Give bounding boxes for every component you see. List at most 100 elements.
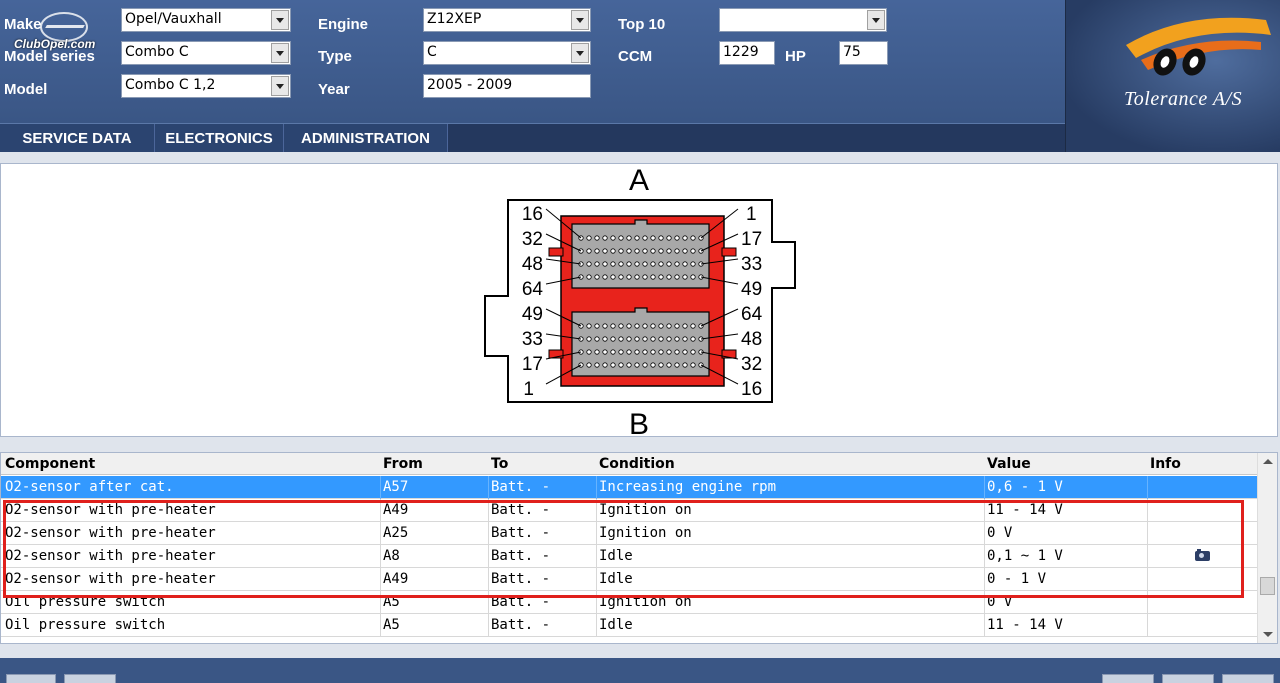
pin-dot <box>642 261 648 267</box>
pin-dot <box>690 261 696 267</box>
cell-from: A49 <box>383 502 409 518</box>
column-header-from[interactable]: From <box>383 456 423 472</box>
footer-button[interactable] <box>1102 674 1154 683</box>
cell-component: O2-sensor with pre-heater <box>5 525 216 541</box>
footer-button[interactable] <box>64 674 116 683</box>
hp-field[interactable]: 75 <box>839 41 888 65</box>
column-divider <box>1147 568 1148 591</box>
column-header-value[interactable]: Value <box>987 456 1031 472</box>
pin-dot <box>682 248 688 254</box>
camera-icon[interactable] <box>1195 549 1210 561</box>
pin-dot <box>610 261 616 267</box>
year-field[interactable]: 2005 - 2009 <box>423 74 591 98</box>
column-divider <box>488 499 489 522</box>
top10-label: Top 10 <box>618 16 666 33</box>
pin-dot <box>690 323 696 329</box>
cell-from: A5 <box>383 617 400 633</box>
chevron-down-icon[interactable] <box>271 43 289 63</box>
column-divider <box>1147 476 1148 499</box>
column-header-condition[interactable]: Condition <box>599 456 675 472</box>
type-select[interactable]: C <box>423 41 591 65</box>
footer-button[interactable] <box>1162 674 1214 683</box>
pin-dot <box>618 261 624 267</box>
pin-dot <box>690 349 696 355</box>
model-select[interactable]: Combo C 1,2 <box>121 74 291 98</box>
column-header-info[interactable]: Info <box>1150 456 1181 472</box>
column-divider <box>596 545 597 568</box>
chevron-down-icon[interactable] <box>867 10 885 30</box>
cell-to: Batt. - <box>491 594 551 610</box>
leader-line <box>700 351 739 360</box>
pin-dot <box>618 235 624 241</box>
column-header-to[interactable]: To <box>491 456 509 472</box>
pin-dot <box>602 274 608 280</box>
engine-label: Engine <box>318 16 369 33</box>
pin-dot <box>642 323 648 329</box>
table-header: Component From To Condition Value Info <box>1 453 1258 475</box>
chevron-down-icon[interactable] <box>271 76 289 96</box>
cell-value: 0 - 1 V <box>987 571 1047 587</box>
pin-dot <box>594 362 600 368</box>
pin-dot <box>682 323 688 329</box>
top10-select[interactable] <box>719 8 887 32</box>
scroll-up-icon[interactable] <box>1263 459 1273 464</box>
column-divider <box>984 614 985 637</box>
pin-dot <box>626 235 632 241</box>
menu-service-data[interactable]: SERVICE DATA <box>0 124 155 152</box>
make-select[interactable]: Opel/Vauxhall <box>121 8 291 32</box>
chevron-down-icon[interactable] <box>571 43 589 63</box>
cell-from: A57 <box>383 479 409 495</box>
leader-line <box>545 258 582 265</box>
pin-field-bottom <box>571 307 710 377</box>
column-divider <box>984 568 985 591</box>
pin-dot <box>650 274 656 280</box>
pin-dot <box>658 248 664 254</box>
make-label: Make <box>4 16 42 33</box>
pin-dot <box>610 248 616 254</box>
pin-dot <box>634 248 640 254</box>
footer-button[interactable] <box>6 674 56 683</box>
brand-name: Tolerance A/S <box>1124 88 1243 110</box>
pin-dot <box>658 349 664 355</box>
menu-electronics[interactable]: ELECTRONICS <box>155 124 284 152</box>
column-divider <box>984 545 985 568</box>
column-header-component[interactable]: Component <box>5 456 96 472</box>
pin-dot <box>642 336 648 342</box>
column-divider <box>1147 545 1148 568</box>
pin-dot <box>650 336 656 342</box>
connector-diagram: A B 16 32 48 64 1 17 33 49 49 33 17 1 64… <box>484 164 796 438</box>
pin-dot <box>634 261 640 267</box>
pin-dot <box>650 235 656 241</box>
ccm-field[interactable]: 1229 <box>719 41 775 65</box>
pin-dot <box>586 349 592 355</box>
engine-select[interactable]: Z12XEP <box>423 8 591 32</box>
column-divider <box>380 568 381 591</box>
chevron-down-icon[interactable] <box>271 10 289 30</box>
model-series-select[interactable]: Combo C <box>121 41 291 65</box>
footer-button[interactable] <box>1222 674 1274 683</box>
pin-dot <box>618 248 624 254</box>
pin-dot <box>674 261 680 267</box>
pin-label: 64 <box>522 279 544 300</box>
scroll-down-icon[interactable] <box>1263 632 1273 637</box>
pin-dot <box>618 274 624 280</box>
pin-dot <box>658 336 664 342</box>
connector-b-label: B <box>629 408 649 438</box>
pin-dot <box>594 323 600 329</box>
scrollbar-thumb[interactable] <box>1260 577 1275 595</box>
pin-label: 49 <box>741 279 762 300</box>
vertical-scrollbar[interactable] <box>1257 453 1277 643</box>
chevron-down-icon[interactable] <box>571 10 589 30</box>
cell-condition: Ignition on <box>599 525 692 541</box>
menu-administration[interactable]: ADMINISTRATION <box>284 124 448 152</box>
cell-to: Batt. - <box>491 502 551 518</box>
ccm-label: CCM <box>618 48 653 65</box>
column-divider <box>380 591 381 614</box>
